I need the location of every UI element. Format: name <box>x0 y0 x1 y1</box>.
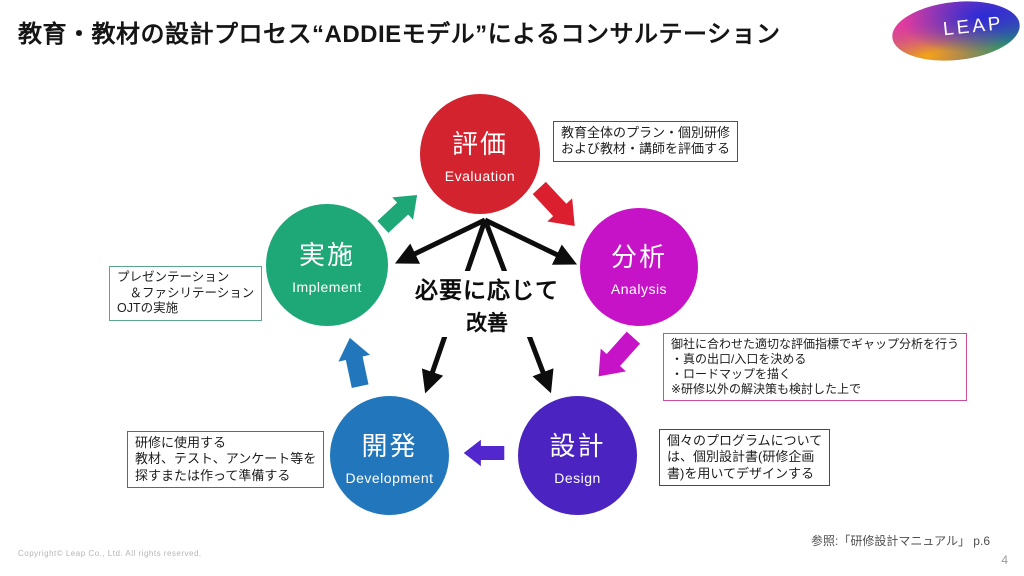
page-number: 4 <box>1001 553 1008 567</box>
note-analysis-line3: ・ロードマップを描く <box>671 367 792 381</box>
center-improvement-label: 必要に応じて 改善 <box>403 271 571 337</box>
center-label-line2: 改善 <box>466 312 508 335</box>
note-evaluation-line2: および教材・講師を評価する <box>561 141 731 157</box>
note-analysis-line2: ・真の出口/入口を決める <box>671 352 807 366</box>
note-analysis: 御社に合わせた適切な評価指標でギャップ分析を行う ・真の出口/入口を決める ・ロ… <box>663 333 968 401</box>
arrow-evaluation-to-analysis-block <box>532 181 575 227</box>
circle-implement: 実施 Implement <box>266 204 388 326</box>
note-analysis-line1: 御社に合わせた適切な評価指標でギャップ分析を行う <box>671 337 960 351</box>
center-label-line1: 必要に応じて <box>415 277 559 303</box>
note-implement: プレゼンテーション ＆ファシリテーション OJTの実施 <box>109 266 263 321</box>
note-development-line3: 探すまたは作って準備する <box>135 467 291 483</box>
circle-implement-label-en: Implement <box>292 279 362 295</box>
note-design: 個々のプログラムについて は、個別設計書(研修企画 書)を用いてデザインする <box>659 429 831 486</box>
note-implement-line2: ＆ファシリテーション <box>117 285 255 300</box>
note-implement-line3: OJTの実施 <box>117 301 179 316</box>
circle-evaluation: 評価 Evaluation <box>420 94 540 214</box>
note-evaluation: 教育全体のプラン・個別研修 および教材・講師を評価する <box>553 121 739 162</box>
circle-design: 設計 Design <box>518 396 637 515</box>
note-development-line2: 教材、テスト、アンケート等を <box>135 451 317 467</box>
copyright-text: Copyright© Leap Co., Ltd. All rights res… <box>18 549 202 558</box>
arrow-development-to-implement <box>338 337 371 388</box>
reference-text: 参照:「研修設計マニュアル」 p.6 <box>811 534 990 548</box>
note-design-line3: 書)を用いてデザインする <box>667 465 814 481</box>
circle-analysis: 分析 Analysis <box>580 208 698 326</box>
circle-design-label-jp: 設計 <box>549 430 606 461</box>
circle-design-label-en: Design <box>554 469 601 486</box>
note-evaluation-line1: 教育全体のプラン・個別研修 <box>561 125 731 140</box>
arrow-evaluation-to-analysis <box>483 217 578 265</box>
note-design-line1: 個々のプログラムについて <box>667 433 823 448</box>
circle-implement-label-jp: 実施 <box>298 240 355 270</box>
circle-evaluation-label-en: Evaluation <box>444 168 516 184</box>
circle-development-label-jp: 開発 <box>361 430 418 461</box>
note-design-line2: は、個別設計書(研修企画 <box>667 449 815 465</box>
arrow-evaluation-to-implement <box>394 217 487 264</box>
note-implement-line1: プレゼンテーション <box>117 270 230 284</box>
circle-development-label-en: Development <box>345 469 434 486</box>
note-development-line1: 研修に使用する <box>135 435 227 450</box>
note-analysis-line4: ※研修以外の解決策も検討した上で <box>671 382 862 396</box>
arrow-design-to-development <box>463 439 505 467</box>
arrow-analysis-to-design <box>598 331 641 377</box>
arrow-implement-to-evaluation <box>377 195 418 233</box>
circle-evaluation-label-jp: 評価 <box>451 129 508 159</box>
slide-title: 教育・教材の設計プロセス“ADDIEモデル”によるコンサルテーション <box>18 21 781 48</box>
circle-development: 開発 Development <box>330 396 449 515</box>
circle-analysis-label-en: Analysis <box>610 281 668 297</box>
circle-analysis-label-jp: 分析 <box>610 242 667 272</box>
note-development: 研修に使用する 教材、テスト、アンケート等を 探すまたは作って準備する <box>127 431 325 488</box>
